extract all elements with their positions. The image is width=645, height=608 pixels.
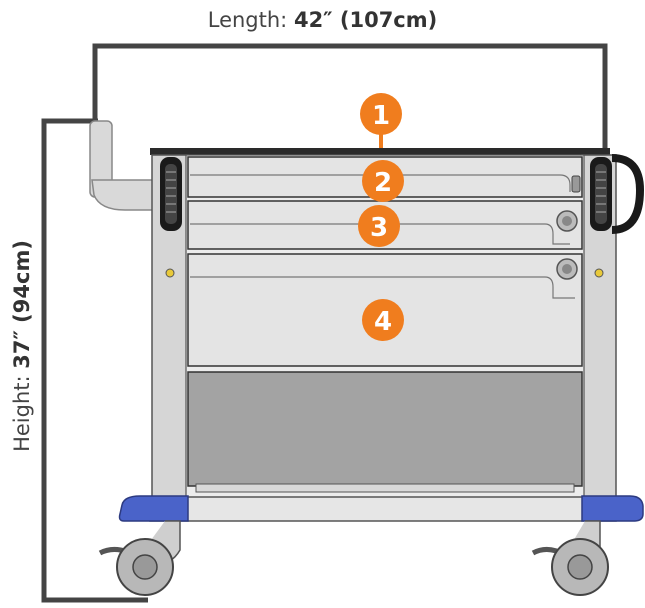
callout-3-number: 3 (370, 213, 388, 243)
length-dimension-line (92, 43, 608, 148)
length-label: Length: 42″ (107cm) (0, 8, 645, 32)
height-caption: Height: (10, 375, 34, 452)
left-grip (160, 157, 182, 231)
callout-1: 1 (360, 93, 402, 148)
callout-1-number: 1 (372, 101, 390, 131)
callout-3: 3 (358, 205, 400, 247)
left-caster (98, 520, 181, 596)
left-indicator (165, 268, 175, 278)
right-bumper (581, 495, 644, 522)
length-caption: Length: (207, 8, 288, 32)
callout-2-number: 2 (374, 168, 392, 198)
worksurface (150, 148, 610, 155)
base-plate (149, 496, 617, 522)
right-indicator (594, 268, 604, 278)
callout-4: 4 (362, 299, 404, 341)
height-value: 37″ (94cm) (10, 240, 34, 369)
height-dimension-line (41, 118, 148, 603)
height-label: Height: 37″ (94cm) (10, 240, 34, 452)
right-grip (590, 154, 645, 234)
lower-bin (187, 371, 583, 493)
right-caster (531, 520, 609, 596)
push-handle (89, 120, 161, 211)
length-value: 42″ (107cm) (293, 8, 438, 32)
callout-2: 2 (362, 160, 404, 202)
callout-4-number: 4 (374, 307, 392, 337)
left-bumper (118, 495, 189, 522)
